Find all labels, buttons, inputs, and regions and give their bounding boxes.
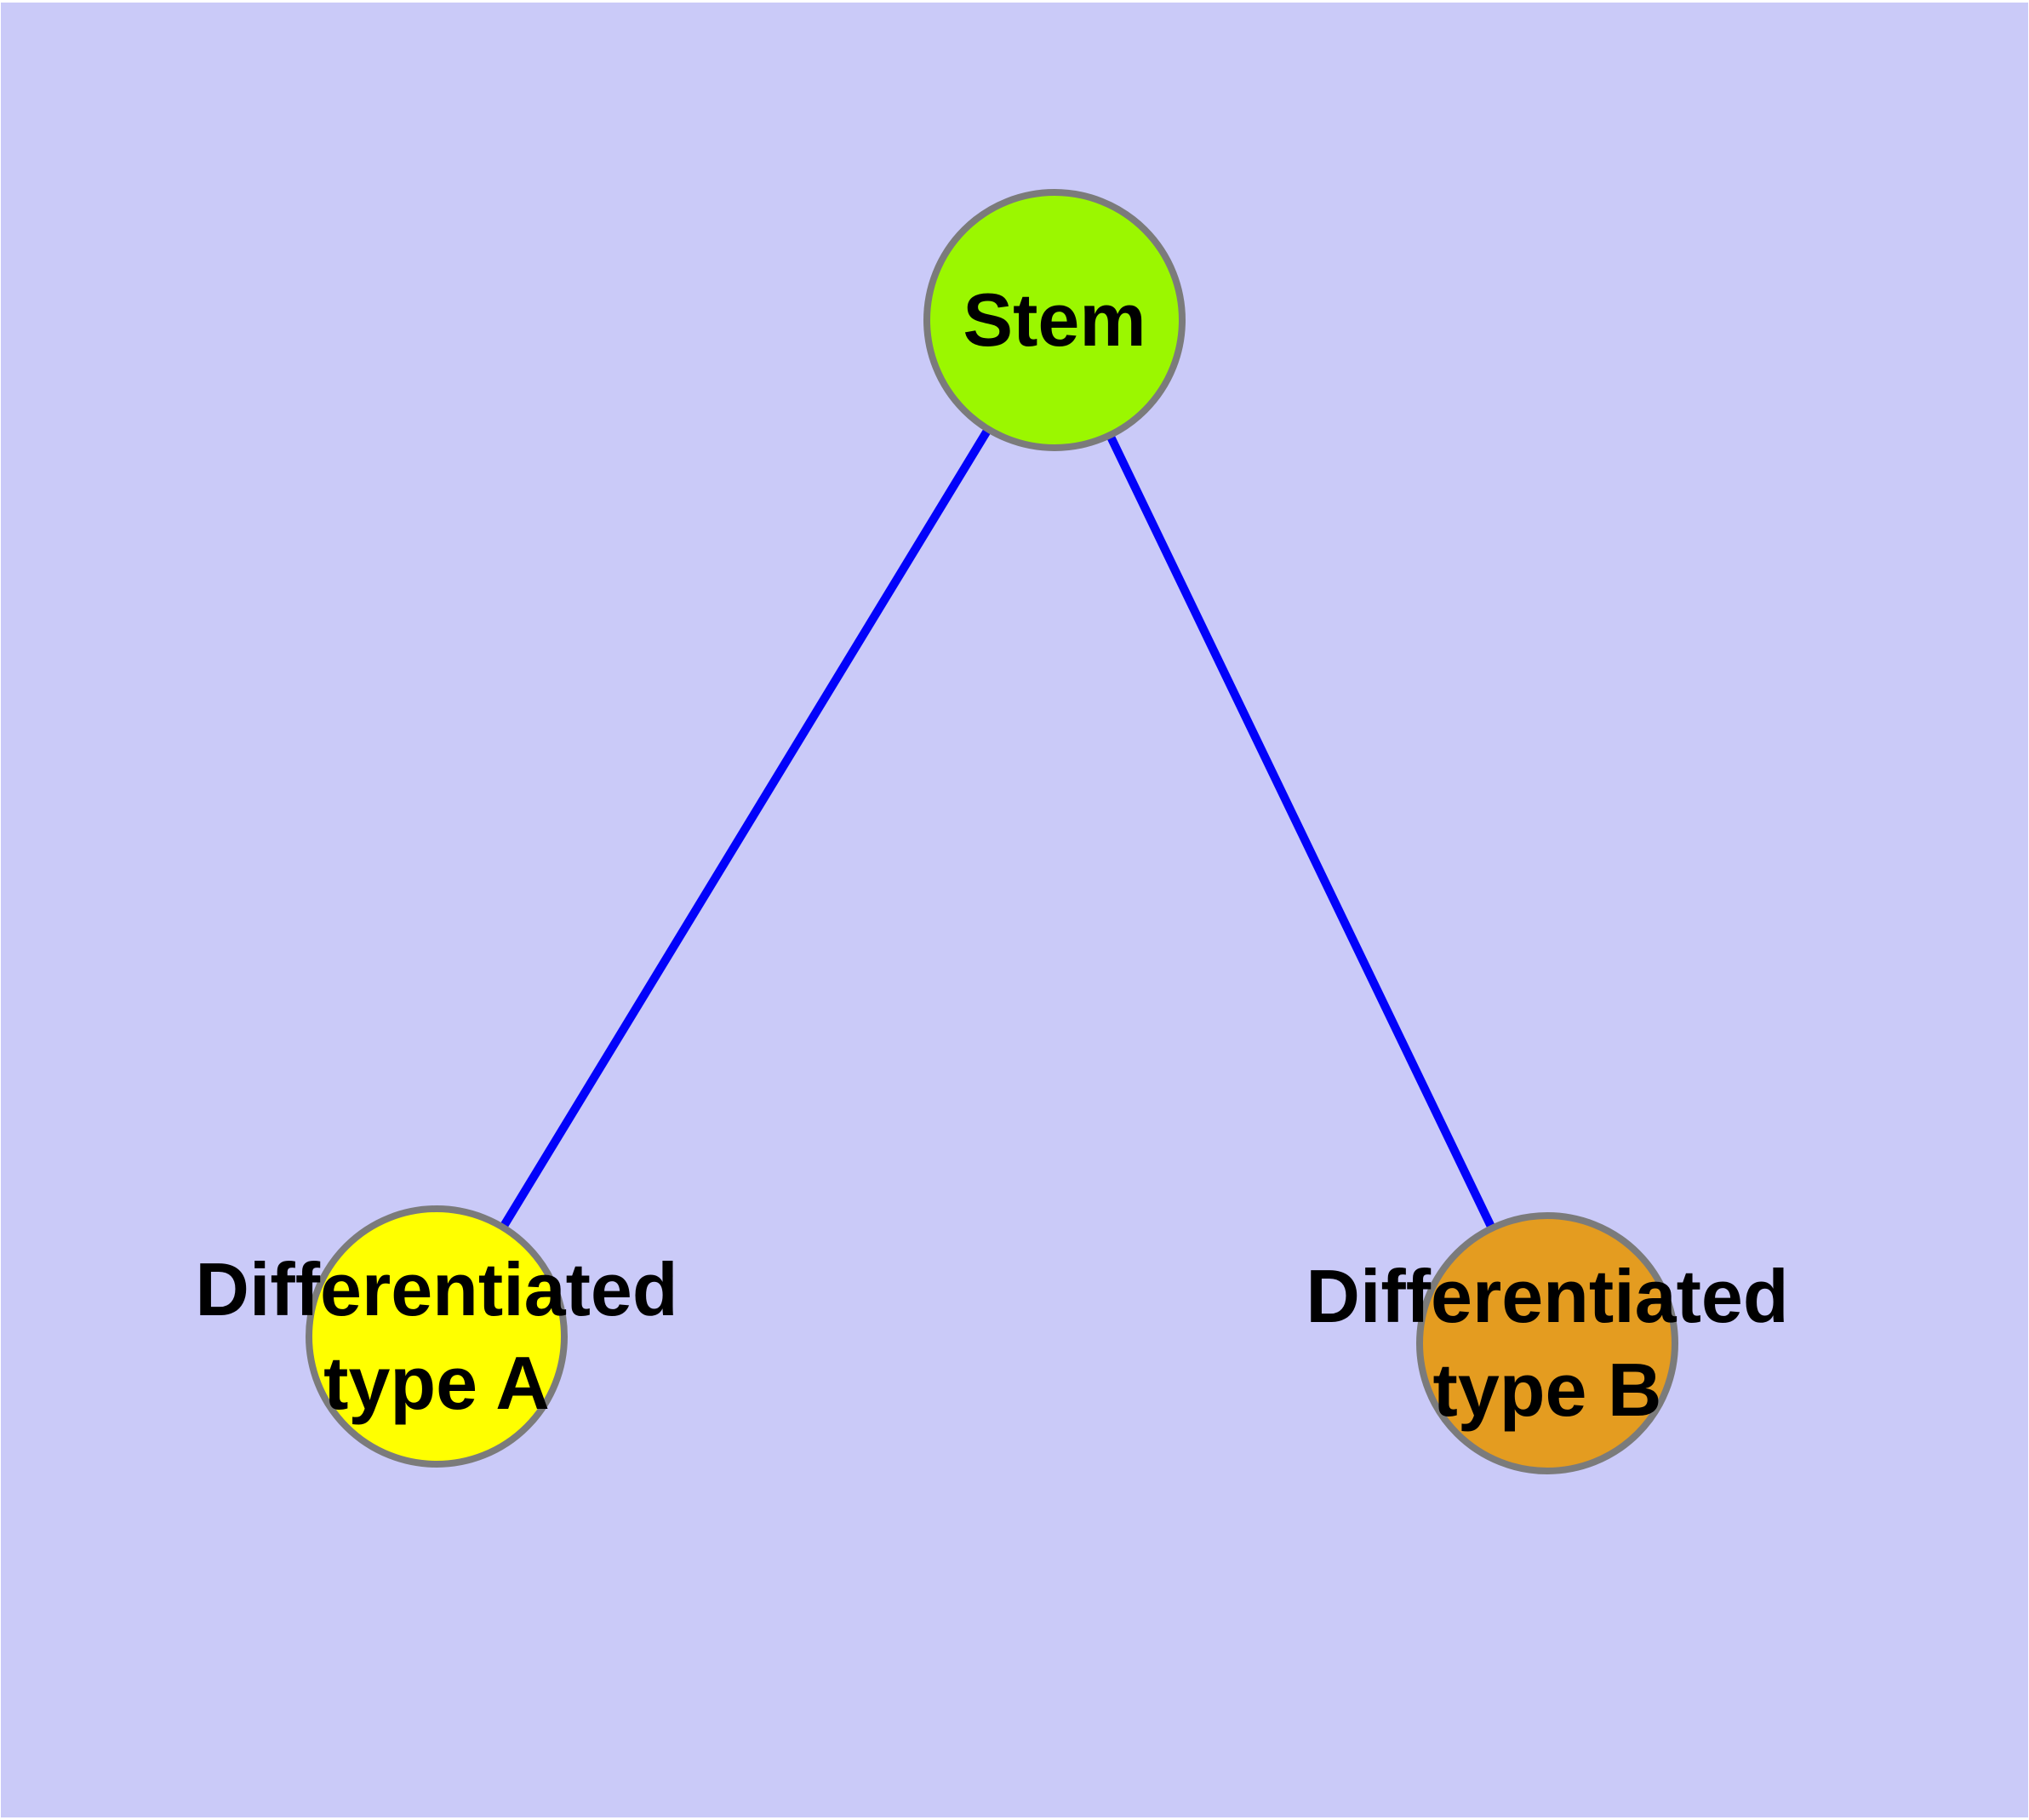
- type-b-node-circle: [1416, 1212, 1678, 1474]
- graph-canvas: Stem Differentiated type A Differentiate…: [1, 3, 2028, 1817]
- type-a-node-circle: [306, 1205, 568, 1468]
- edge-stem-to-type-b: [1050, 318, 1552, 1346]
- edge-stem-to-type-a: [432, 318, 1059, 1339]
- stem-node-circle: [923, 189, 1186, 451]
- graph-svg: [1, 3, 2028, 1817]
